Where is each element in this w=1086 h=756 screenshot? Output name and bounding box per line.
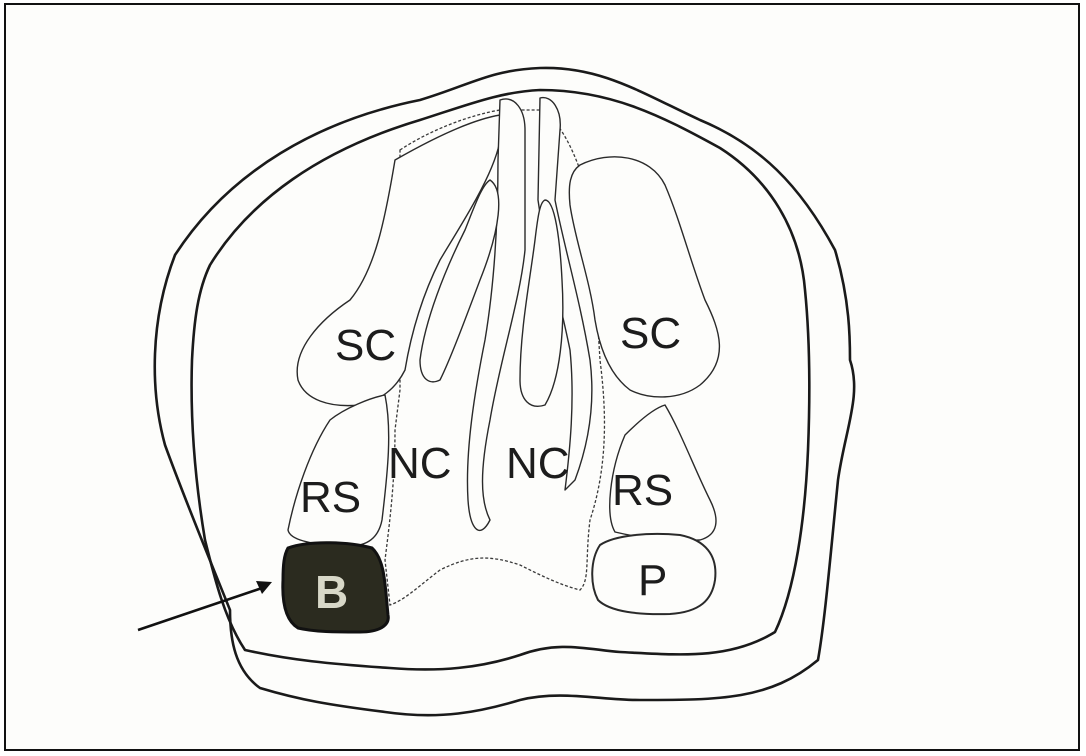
pointer-arrow-head — [256, 581, 272, 594]
label-p: P — [638, 556, 667, 605]
label-sc-left: SC — [335, 321, 396, 370]
left-remnant-sinus — [288, 395, 389, 546]
pointer-arrow-line — [138, 588, 262, 630]
label-nc-right: NC — [506, 439, 570, 488]
label-b: B — [315, 566, 348, 618]
right-turbinate — [520, 200, 563, 406]
right-sinus-cavity — [569, 157, 719, 397]
label-rs-right: RS — [612, 466, 673, 515]
label-rs-left: RS — [300, 473, 361, 522]
label-sc-right: SC — [620, 309, 681, 358]
label-nc-left: NC — [388, 439, 452, 488]
